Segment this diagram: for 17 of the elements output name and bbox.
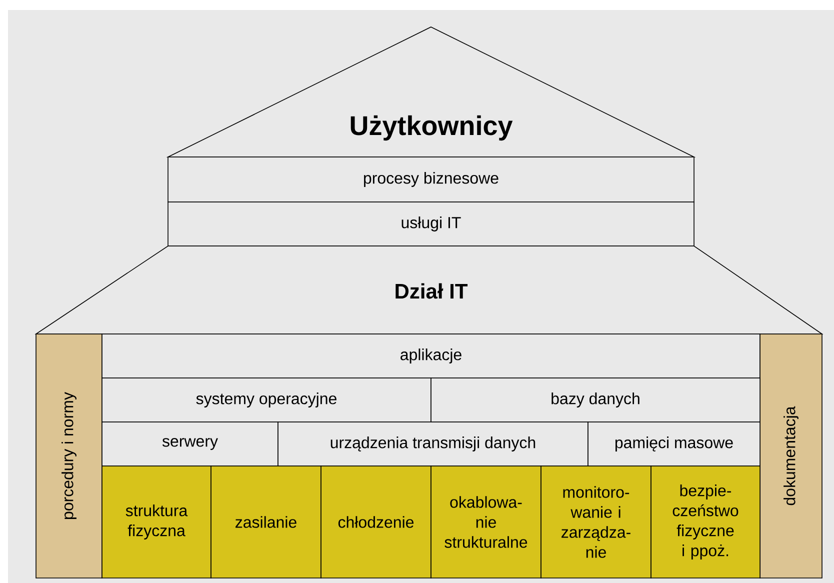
side-pillar: dokumentacja xyxy=(760,334,822,578)
layer-box: aplikacje xyxy=(102,334,760,378)
foundation-block: struktura fizyczna xyxy=(102,466,212,578)
foundation-block: monitoro- wanie i zarządza- nie xyxy=(540,466,652,578)
layer-box: usługi IT xyxy=(168,202,694,246)
layer-box: systemy operacyjne xyxy=(102,378,432,422)
foundation-block: chłodzenie xyxy=(320,466,432,578)
foundation-block: zasilanie xyxy=(210,466,322,578)
foundation-block: okablowa- nie strukturalne xyxy=(430,466,542,578)
side-pillar: porcedury i normy xyxy=(36,334,102,578)
layer-box: procesy biznesowe xyxy=(168,156,694,202)
layer-box: urządzenia transmisji danych xyxy=(278,422,588,466)
node-label: Dział IT xyxy=(396,283,468,299)
layer-box: pamięci masowe xyxy=(588,422,760,466)
layer-box: bazy danych xyxy=(430,378,760,422)
foundation-block: bezpie- czeństwo fizyczne i ppoż. xyxy=(650,466,760,578)
layer-box: serwery xyxy=(102,422,278,466)
